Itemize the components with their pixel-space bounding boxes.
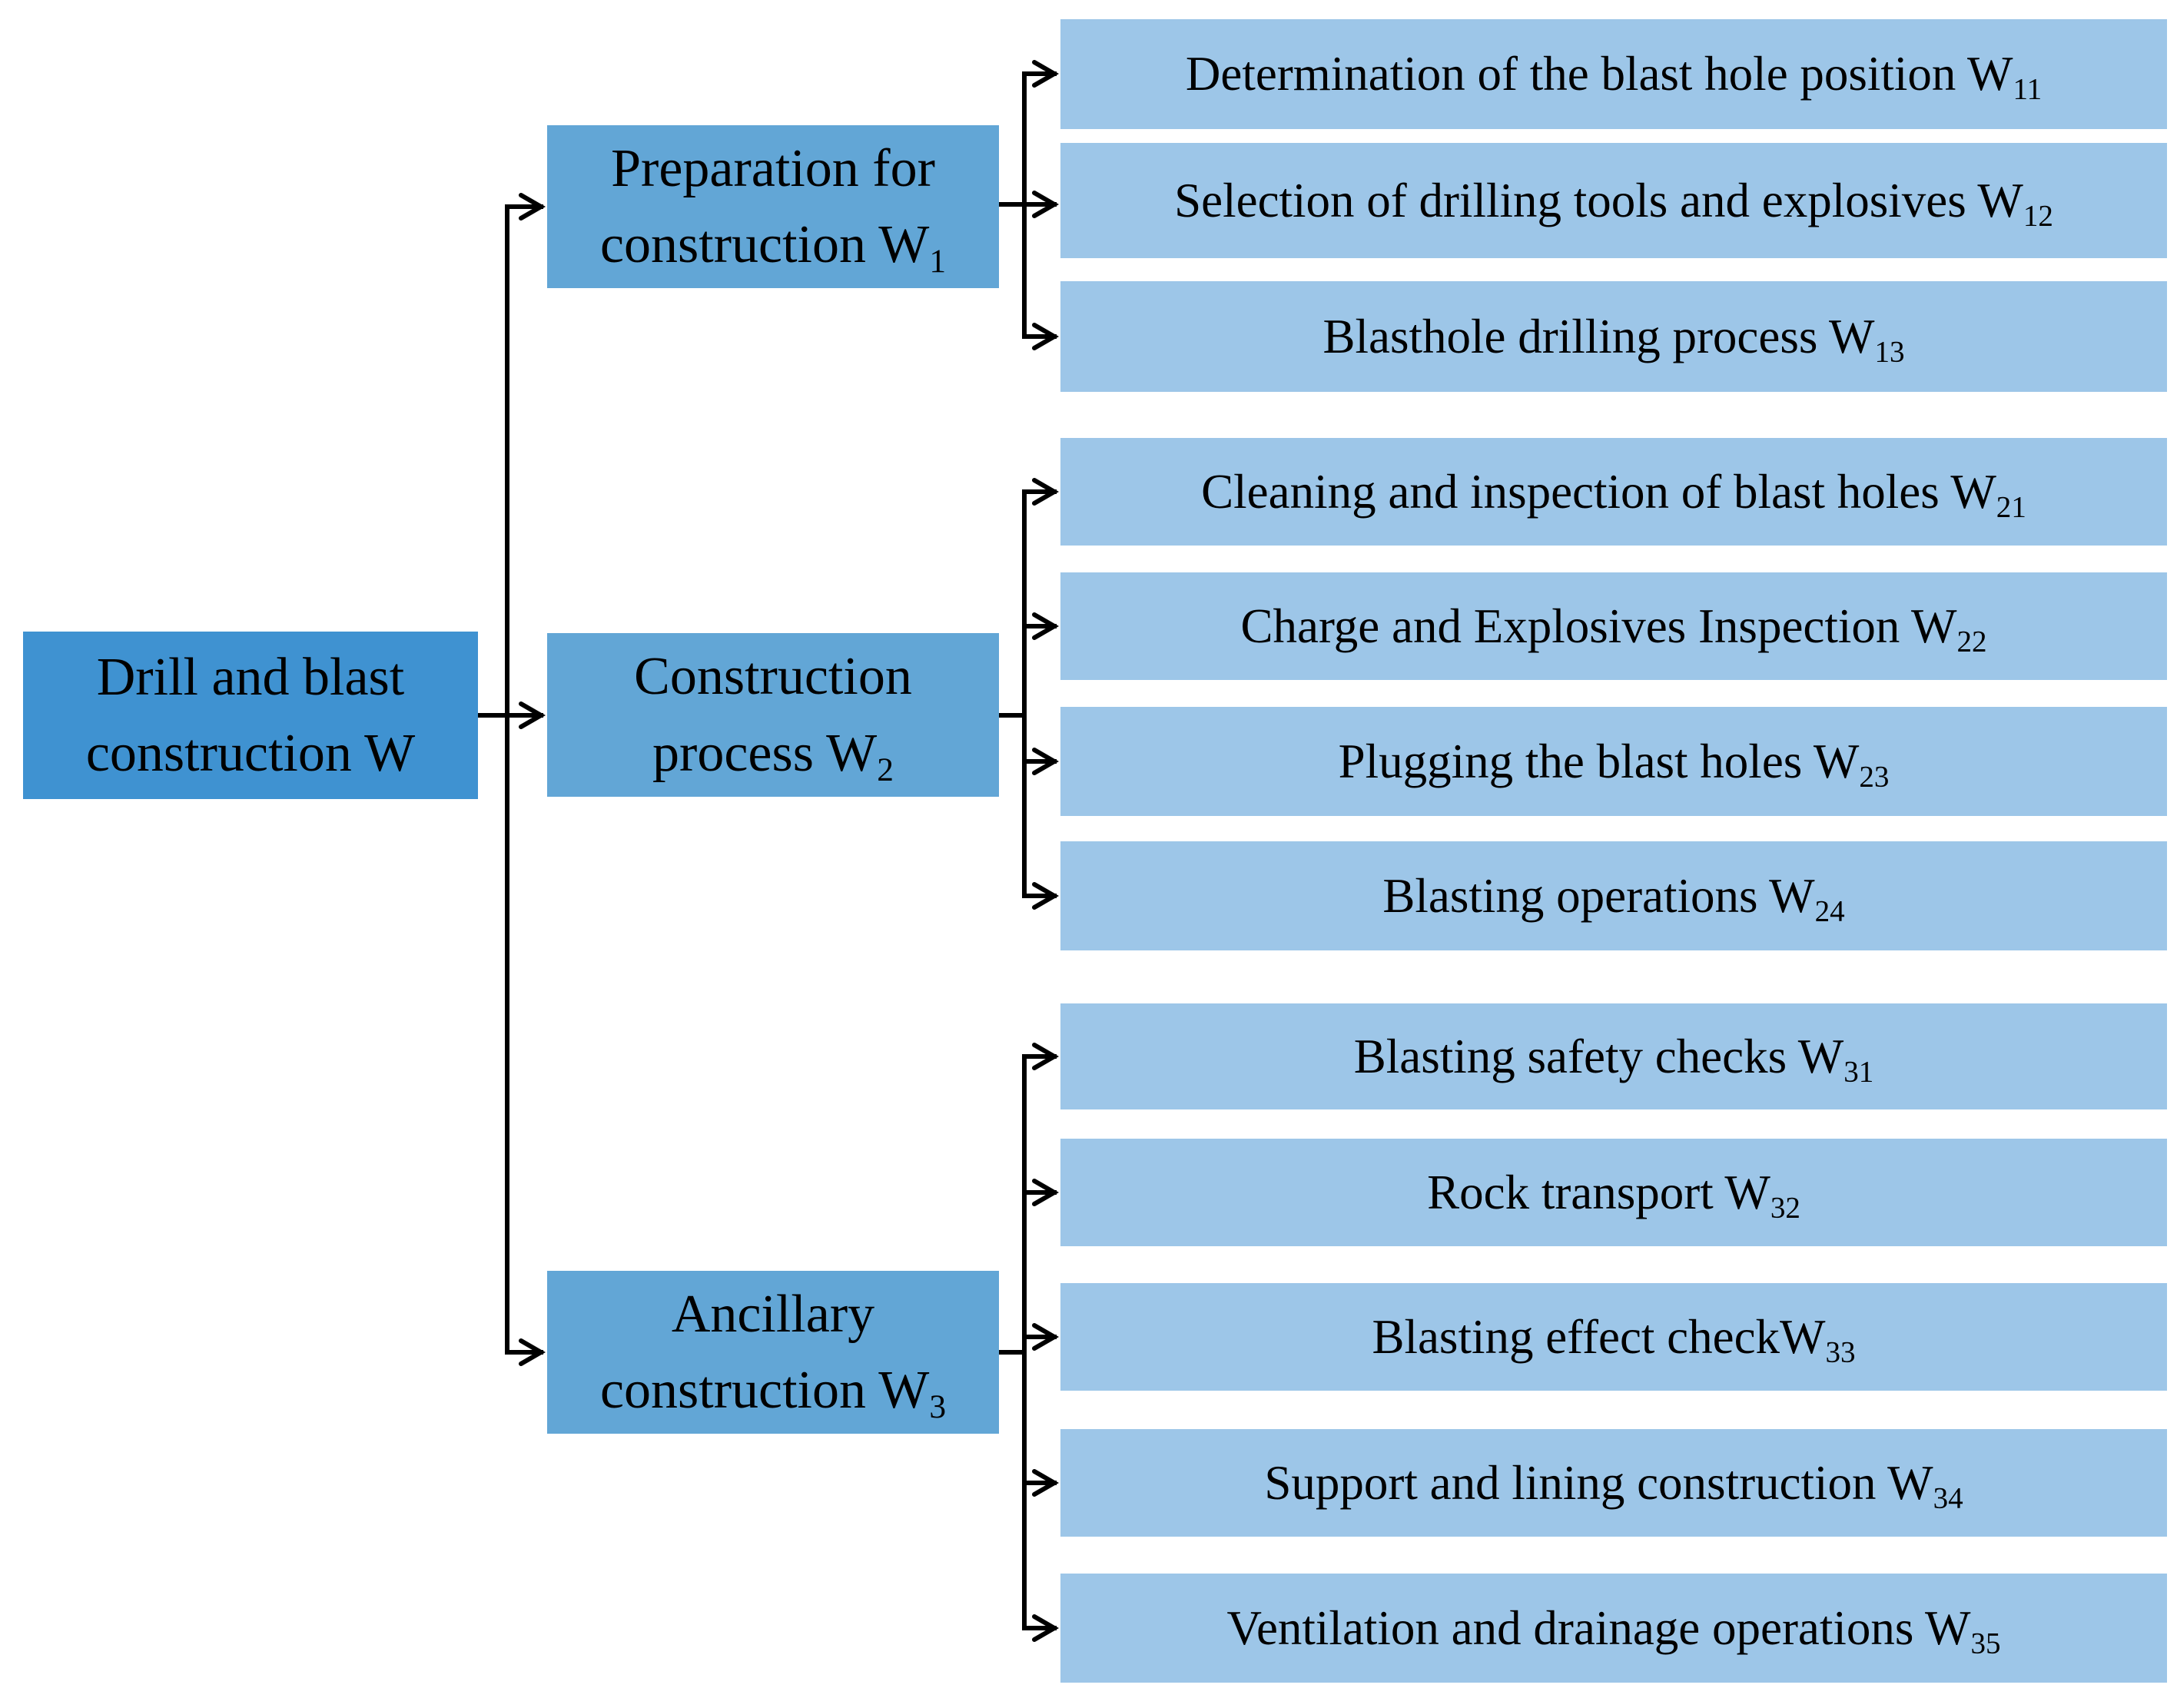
node-label: Support and lining construction W: [1264, 1455, 1933, 1510]
node-text: Ventilation and drainage operations W35: [1060, 1600, 2167, 1659]
node-label: Blasting effect checkW: [1372, 1309, 1826, 1364]
node-label: Blasting operations W: [1382, 868, 1815, 923]
node-subscript: 24: [1814, 894, 1845, 928]
node-subscript: 1: [929, 243, 947, 280]
node-text: Construction process W2: [547, 638, 999, 791]
node-label: Plugging the blast holes W: [1338, 734, 1860, 788]
node-text: Charge and Explosives Inspection W22: [1060, 599, 2167, 657]
node-subscript: 21: [1996, 490, 2026, 524]
node-text: Blasting operations W24: [1060, 868, 2167, 928]
node-label: Cleaning and inspection of blast holes W: [1201, 464, 1996, 519]
node-subscript: 34: [1933, 1481, 1963, 1515]
node-subscript: 22: [1956, 625, 1987, 658]
node-text: Preparation for construction W1: [547, 131, 999, 284]
node-root-drill-blast-construction: Drill and blast construction W: [23, 632, 478, 799]
node-text: Support and lining construction W34: [1060, 1455, 2167, 1515]
node-label: Ventilation and drainage operations W: [1226, 1600, 1971, 1655]
node-w12-drilling-tools-explosives: Selection of drilling tools and explosiv…: [1060, 143, 2167, 258]
node-subscript: 11: [2013, 72, 2043, 106]
node-w21-cleaning-inspection-blast-holes: Cleaning and inspection of blast holes W…: [1060, 438, 2167, 546]
node-subscript: 12: [2023, 199, 2053, 233]
node-label: Selection of drilling tools and explosiv…: [1174, 173, 2023, 227]
w3-connectors: [997, 1043, 1060, 1642]
node-subscript: 31: [1843, 1055, 1874, 1089]
node-subscript: 33: [1825, 1335, 1856, 1369]
node-text: Determination of the blast hole position…: [1060, 46, 2167, 104]
node-w23-plugging-blast-holes: Plugging the blast holes W23: [1060, 707, 2167, 816]
node-label: Determination of the blast hole position…: [1185, 47, 2013, 101]
node-text: Selection of drilling tools and explosiv…: [1060, 173, 2167, 231]
node-w35-ventilation-drainage-operations: Ventilation and drainage operations W35: [1060, 1574, 2167, 1683]
node-w22-charge-explosives-inspection: Charge and Explosives Inspection W22: [1060, 572, 2167, 680]
node-w31-blasting-safety-checks: Blasting safety checks W31: [1060, 1003, 2167, 1109]
node-text: Ancillary construction W3: [547, 1276, 999, 1429]
node-subscript: 32: [1770, 1191, 1800, 1225]
node-w13-blasthole-drilling-process: Blasthole drilling process W13: [1060, 281, 2167, 392]
node-label: Drill and blast construction W: [85, 647, 416, 783]
node-label: Ancillary construction W: [599, 1284, 930, 1420]
node-subscript: 3: [929, 1388, 947, 1426]
node-subscript: 23: [1859, 760, 1890, 794]
node-w33-blasting-effect-check: Blasting effect checkW33: [1060, 1283, 2167, 1391]
node-w2-construction-process: Construction process W2: [547, 633, 999, 797]
node-w1-preparation-for-construction: Preparation for construction W1: [547, 125, 999, 288]
node-w3-ancillary-construction: Ancillary construction W3: [547, 1271, 999, 1434]
node-subscript: 13: [1874, 335, 1905, 369]
root-connectors: [476, 193, 546, 1366]
node-w34-support-lining-construction: Support and lining construction W34: [1060, 1429, 2167, 1537]
node-label: Preparation for construction W: [599, 138, 935, 274]
node-text: Rock transport W32: [1060, 1165, 2167, 1223]
w1-connectors: [997, 60, 1060, 350]
node-label: Blasting safety checks W: [1353, 1029, 1844, 1083]
node-w24-blasting-operations: Blasting operations W24: [1060, 841, 2167, 950]
node-text: Blasting effect checkW33: [1060, 1309, 2167, 1369]
w2-connectors: [997, 478, 1060, 910]
node-subscript: 35: [1970, 1627, 2001, 1660]
node-subscript: 2: [877, 751, 894, 788]
node-label: Blasthole drilling process W: [1322, 309, 1875, 363]
node-text: Drill and blast construction W: [23, 639, 478, 792]
node-label: Construction process W: [634, 647, 912, 783]
node-label: Charge and Explosives Inspection W: [1240, 599, 1957, 653]
node-w11-blast-hole-position: Determination of the blast hole position…: [1060, 19, 2167, 129]
node-w32-rock-transport: Rock transport W32: [1060, 1139, 2167, 1246]
node-label: Rock transport W: [1427, 1165, 1770, 1219]
node-text: Blasthole drilling process W13: [1060, 309, 2167, 367]
node-text: Blasting safety checks W31: [1060, 1029, 2167, 1087]
node-text: Plugging the blast holes W23: [1060, 734, 2167, 792]
node-text: Cleaning and inspection of blast holes W…: [1060, 464, 2167, 522]
